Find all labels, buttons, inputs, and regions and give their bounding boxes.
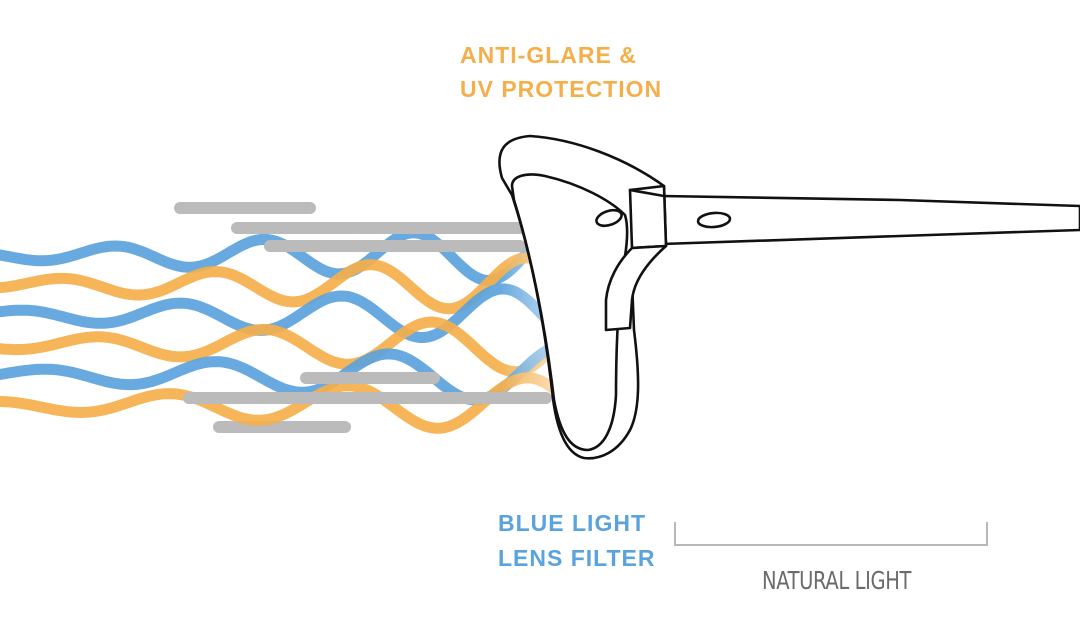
glare-bars-front [183,222,552,404]
blue-light-filter-label-line1: BLUE LIGHT [498,510,646,536]
uv-protection-label-line2: UV PROTECTION [460,76,663,102]
hinge-edge [628,188,666,198]
rivet-icon [696,211,732,229]
natural-light-bracket [674,522,988,546]
blue-light-filter-label: BLUE LIGHT LENS FILTER [498,506,656,576]
uv-light-wave [0,252,594,315]
glasses-endpiece [604,244,668,332]
blue-light-filter-label-line2: LENS FILTER [498,545,656,571]
uv-light-wave [0,311,594,378]
glare-bars-back [174,202,351,433]
blue-light-wave [0,283,594,351]
glasses-lens [510,173,629,452]
natural-light-label: NATURAL LIGHT [762,566,911,595]
uv-protection-label-line1: ANTI-GLARE & [460,42,637,68]
uv-protection-label: ANTI-GLARE & UV PROTECTION [460,38,662,106]
eyeglasses-outline-icon [498,134,1080,460]
rivet-icon [595,208,623,228]
